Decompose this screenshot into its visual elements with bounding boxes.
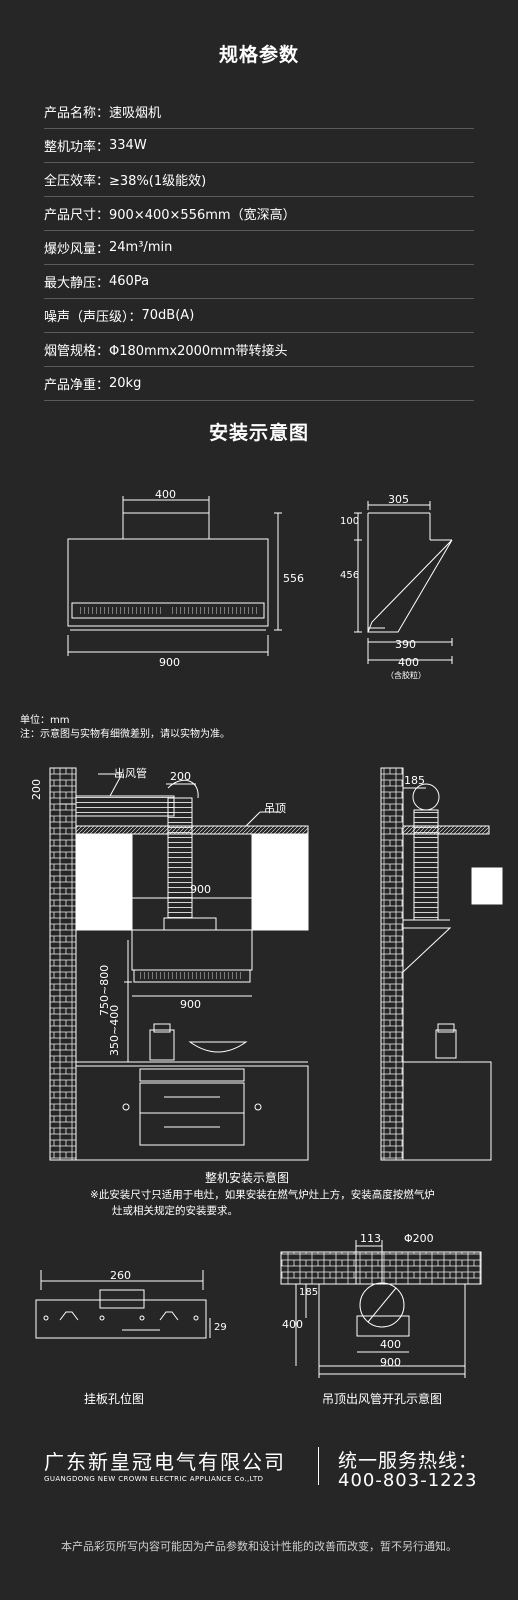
cabinet-width-dim: 900	[190, 883, 211, 896]
install-diagram-front	[49, 767, 309, 1161]
install-diagram-side	[380, 767, 503, 1161]
duct-label: 出风管	[114, 767, 147, 780]
side-total-note: （含胶粒）	[386, 671, 426, 680]
duct-diameter: 200	[170, 770, 191, 783]
spec-row: 烟管规格：Φ180mmx2000mm带转接头	[44, 333, 474, 367]
front-top-dim: 400	[155, 488, 176, 501]
spec-row: 产品尺寸：900×400×556mm（宽深高）	[44, 197, 474, 231]
front-width-dim: 900	[159, 656, 180, 669]
side-middle-dim: 456	[340, 570, 360, 581]
ceiling-hole-drawing	[280, 1240, 482, 1378]
plate-height-dim: 29	[214, 1322, 227, 1333]
spec-row: 全压效率：≥38%(1级能效)	[44, 163, 474, 197]
install-title: 安装示意图	[208, 422, 309, 444]
side-total-dim: 400	[398, 656, 419, 669]
front-view-drawing	[67, 496, 282, 656]
side-view-drawing	[354, 501, 453, 664]
front-height-dim: 556	[283, 572, 304, 585]
spec-title: 规格参数	[218, 44, 299, 66]
plate-caption: 挂板孔位图	[84, 1392, 145, 1406]
hole-inner-dim: 400	[380, 1338, 401, 1351]
hole-caption: 吊顶出风管开孔示意图	[322, 1392, 443, 1406]
company-name: 广东新皇冠电气有限公司	[44, 1450, 286, 1474]
footer-note: 本产品彩页所写内容可能因为产品参数和设计性能的改善而改变，暂不另行通知。	[61, 1540, 457, 1553]
install-caption: 整机安装示意图	[205, 1171, 290, 1185]
hole-height-dim: 400	[282, 1318, 303, 1331]
disclaimer: 注：示意图与实物有细微差别，请以实物为准。	[20, 729, 230, 740]
plate-width-dim: 260	[110, 1269, 131, 1282]
side-duct-dim: 185	[404, 774, 425, 787]
hotline-number: 400-803-1223	[338, 1470, 478, 1491]
wall-height-dim: 200	[30, 779, 43, 800]
install-note-1: ※此安装尺寸只适用于电灶，如果安装在燃气炉灶上方，安装高度按燃气炉	[90, 1189, 435, 1201]
hole-outer-dim: 900	[380, 1356, 401, 1369]
spec-row: 产品名称：速吸烟机	[44, 95, 474, 129]
unit-label: 单位：mm	[20, 715, 70, 726]
unit-notes: 单位：mm 注：示意图与实物有细微差别，请以实物为准。	[20, 714, 230, 742]
hotline-label: 统一服务热线：	[338, 1450, 479, 1472]
hood-width-dim: 900	[180, 998, 201, 1011]
spec-row: 最大静压：460Pa	[44, 265, 474, 299]
spec-row: 整机功率：334W	[44, 129, 474, 163]
ceiling-label: 吊顶	[264, 802, 286, 815]
company-name-en: GUANGDONG NEW CROWN ELECTRIC APPLIANCE C…	[44, 1475, 264, 1483]
range-low-dim: 350~400	[108, 1004, 121, 1056]
spec-table: 产品名称：速吸烟机 整机功率：334W 全压效率：≥38%(1级能效) 产品尺寸…	[44, 95, 474, 401]
install-note-2: 灶或相关规定的安装要求。	[112, 1205, 238, 1217]
hole-side-dim: 185	[299, 1287, 319, 1298]
hole-offset-dim: 113	[360, 1232, 381, 1245]
plate-hole-drawing	[35, 1270, 211, 1339]
side-upper-dim: 100	[340, 516, 360, 527]
side-top-dim: 305	[388, 493, 409, 506]
spec-row: 产品净重：20kg	[44, 367, 474, 401]
spec-row: 噪声（声压级）：70dB(A)	[44, 299, 474, 333]
spec-row: 爆炒风量：24m³/min	[44, 231, 474, 265]
footer-divider	[318, 1447, 319, 1485]
side-depth-dim: 390	[395, 638, 416, 651]
hole-diameter-dim: Φ200	[404, 1232, 434, 1245]
